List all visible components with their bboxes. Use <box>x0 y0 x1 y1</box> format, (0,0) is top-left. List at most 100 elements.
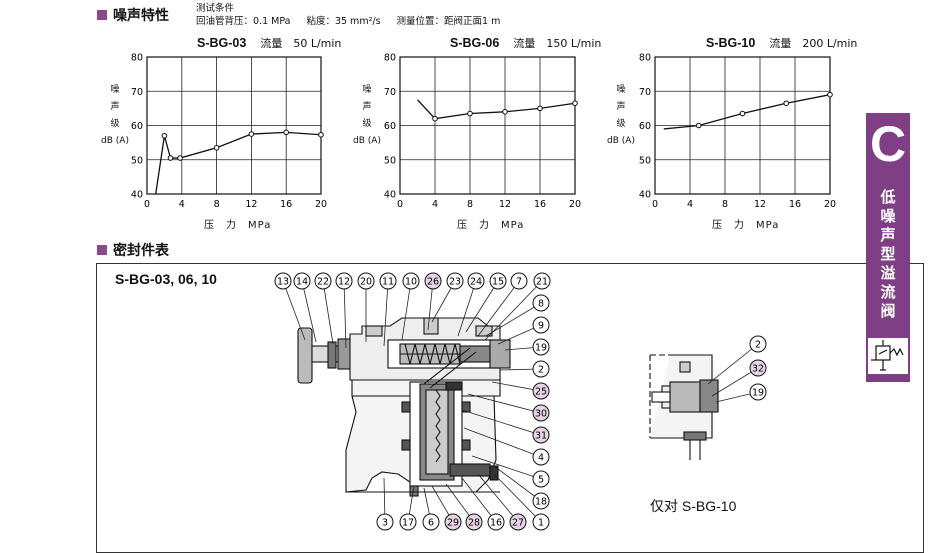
x-tick-label: 12 <box>245 199 257 210</box>
callout-number: 3 <box>382 518 388 529</box>
data-point <box>537 105 543 112</box>
series-line <box>417 99 576 120</box>
chart-3-model: S-BG-10 <box>706 36 756 50</box>
y-tick-label: 50 <box>131 155 143 166</box>
callout-number: 18 <box>535 497 547 508</box>
x-tick-label: 8 <box>467 199 473 210</box>
leader-line <box>461 477 497 523</box>
x-tick-label: 20 <box>569 199 581 210</box>
bottom-callout-17 <box>399 513 417 531</box>
callout-number: 13 <box>277 277 289 288</box>
y-tick-label: 40 <box>384 190 396 201</box>
callout-number: 30 <box>535 409 547 420</box>
ylabel-char-3: 级 <box>110 119 120 129</box>
chart-1-xlabel: 压 力 MPa <box>204 220 272 231</box>
data-point <box>161 132 168 139</box>
top-callout-26 <box>424 272 442 290</box>
leader-line <box>477 473 519 523</box>
leader-line <box>484 280 543 341</box>
sub-drawing-note: 仅对 S-BG-10 <box>650 498 737 514</box>
top-callout-24 <box>467 272 485 290</box>
data-point <box>213 144 220 151</box>
top-callout-7 <box>510 272 528 290</box>
condition-position: 测量位置：距阀正面1 m <box>396 16 501 27</box>
leader-line <box>477 280 520 337</box>
callout-number: 21 <box>536 277 548 288</box>
y-tick-label: 40 <box>639 190 651 201</box>
callout-number: 11 <box>382 277 394 288</box>
callout-number: 2 <box>755 340 761 351</box>
right-callout-30 <box>532 404 550 422</box>
top-callout-10 <box>402 272 420 290</box>
series-line <box>155 131 322 195</box>
category-title-char-1: 低 <box>880 188 896 206</box>
bottom-callout-16 <box>487 513 505 531</box>
top-callout-15 <box>489 272 507 290</box>
condition-backpressure: 回油管背压：0.1 MPa <box>196 16 291 27</box>
x-tick-label: 0 <box>652 199 658 210</box>
right-callout-8 <box>532 294 550 312</box>
leader-line <box>383 280 389 347</box>
detail-callout-2 <box>749 335 767 353</box>
callout-number: 23 <box>449 277 461 288</box>
y-tick-label: 50 <box>639 155 651 166</box>
right-callout-5 <box>532 470 550 488</box>
plot-frame <box>146 56 322 195</box>
leader-line <box>282 280 306 341</box>
x-tick-label: 16 <box>534 199 546 210</box>
x-tick-label: 8 <box>214 199 220 210</box>
drawing-model-label: S-BG-03, 06, 10 <box>115 271 217 287</box>
data-point <box>739 110 746 117</box>
detail-callout-19 <box>749 383 767 401</box>
leader-line <box>461 409 542 436</box>
leader-line <box>322 280 334 345</box>
x-tick-label: 4 <box>432 199 438 210</box>
chart-3-flow: 流量 200 L/min <box>769 37 858 50</box>
ylabel-unit: dB (A) <box>607 136 635 146</box>
bottom-callout-29 <box>444 513 462 531</box>
ylabel-unit: dB (A) <box>101 136 129 146</box>
section-bullet <box>97 10 107 20</box>
right-callout-25 <box>532 382 550 400</box>
callout-number: 10 <box>405 277 417 288</box>
data-point <box>695 122 702 129</box>
ylabel-char-1: 噪 <box>110 85 120 95</box>
callout-number: 20 <box>360 277 372 288</box>
callout-number: 7 <box>516 277 522 288</box>
right-callout-18 <box>532 492 550 510</box>
x-tick-label: 16 <box>789 199 801 210</box>
chart-2-xlabel: 压 力 MPa <box>457 220 525 231</box>
data-point <box>432 115 438 122</box>
leader-line <box>467 393 542 414</box>
ylabel-char-3: 级 <box>616 119 626 129</box>
valve-section-drawing <box>297 317 719 497</box>
category-title-char-7: 阀 <box>880 302 896 320</box>
s-bg-10-detail <box>649 354 719 460</box>
ylabel-char-2: 声 <box>616 102 626 112</box>
callout-number: 27 <box>512 518 524 529</box>
leader-line <box>707 343 759 385</box>
ylabel-char-2: 声 <box>110 102 120 112</box>
category-title-char-2: 噪 <box>880 207 896 225</box>
y-tick-label: 70 <box>639 87 651 98</box>
noise-section-title: 噪声特性 <box>113 8 169 24</box>
bottom-callout-1 <box>532 513 550 531</box>
data-point <box>177 155 183 161</box>
top-callout-13 <box>274 272 292 290</box>
top-callout-22 <box>314 272 332 290</box>
callout-number: 29 <box>447 518 459 529</box>
y-tick-label: 80 <box>639 53 651 64</box>
plug <box>489 339 511 369</box>
chart-1-ylabel: 噪 声 级 dB (A) <box>101 82 129 150</box>
callout-number: 17 <box>402 518 414 529</box>
bottom-callout-6 <box>422 513 440 531</box>
conditions-title: 测试条件 <box>196 3 235 14</box>
bottom-callout-3 <box>376 513 394 531</box>
top-callout-20 <box>357 272 375 290</box>
x-tick-label: 4 <box>179 199 185 210</box>
plot-frame <box>399 56 576 195</box>
noise-section-heading: 噪声特性 <box>97 5 169 25</box>
